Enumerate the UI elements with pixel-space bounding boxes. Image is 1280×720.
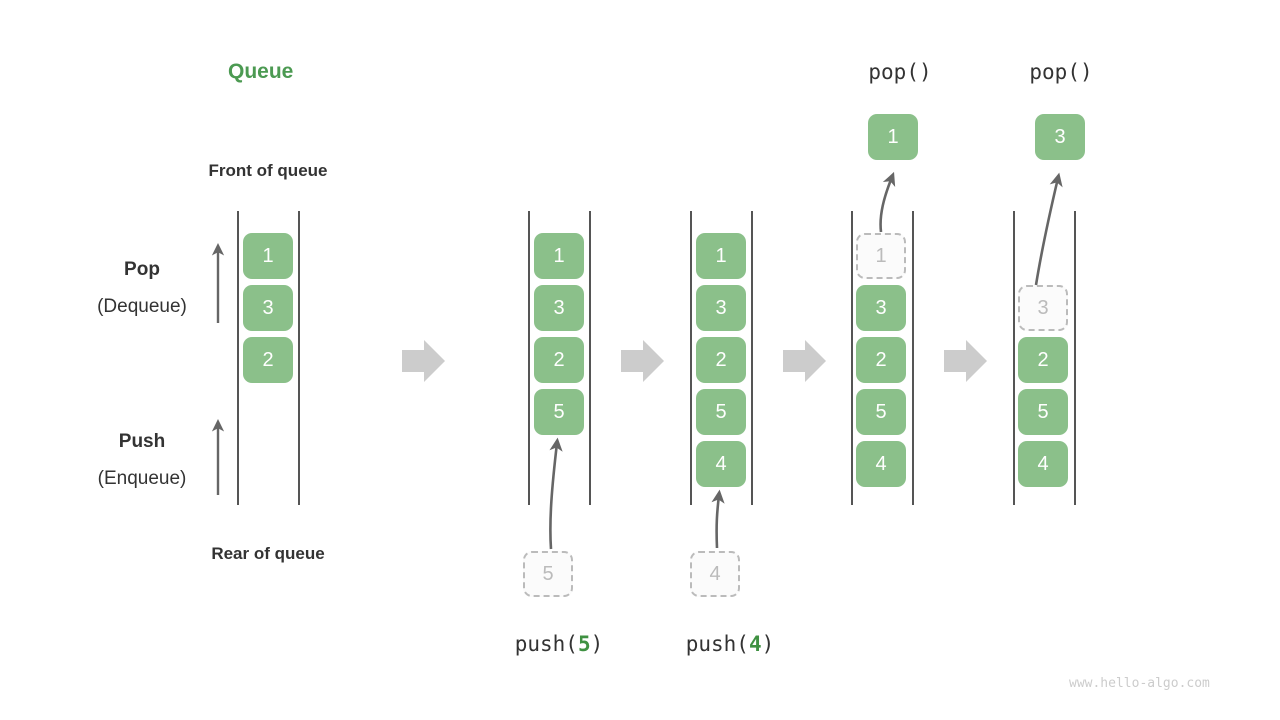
stage-3-rail-right <box>751 211 753 505</box>
stage-1-cell-2: 2 <box>243 337 293 383</box>
push-4-arrow <box>711 489 725 549</box>
stage-2-cell-2: 2 <box>534 337 584 383</box>
stage-2-rail-left <box>528 211 530 505</box>
stage-5-rail-right <box>1074 211 1076 505</box>
stage-4-rail-right <box>912 211 914 505</box>
stage-2-cell-1: 3 <box>534 285 584 331</box>
push-5-caption: push(5) <box>459 632 659 656</box>
stage-3-cell-2: 2 <box>696 337 746 383</box>
pop-2-caption: pop() <box>1029 60 1093 84</box>
stage-5-cell-0: 3 <box>1018 285 1068 331</box>
stage-3-cell-3: 5 <box>696 389 746 435</box>
stage-3-cell-1: 3 <box>696 285 746 331</box>
stage-2-cell-3: 5 <box>534 389 584 435</box>
watermark: www.hello-algo.com <box>1069 676 1210 691</box>
push-4-prefix: push( <box>685 632 749 656</box>
stage-3-cell-0: 1 <box>696 233 746 279</box>
stage-4-cell-3: 5 <box>856 389 906 435</box>
stage-1-rail-left <box>237 211 239 505</box>
stage-2-rail-right <box>589 211 591 505</box>
stage-3-pending-cell: 4 <box>690 551 740 597</box>
push-5-suffix: ) <box>590 632 604 656</box>
pop-sublabel: (Dequeue) <box>97 296 187 317</box>
stage-2-cell-0: 1 <box>534 233 584 279</box>
push-sublabel: (Enqueue) <box>97 468 187 489</box>
stage-4-cell-2: 2 <box>856 337 906 383</box>
push-4-suffix: ) <box>761 632 775 656</box>
stage-1-cell-1: 3 <box>243 285 293 331</box>
pop-1-caption: pop() <box>868 60 932 84</box>
stage-5-popped-cell: 3 <box>1035 114 1085 160</box>
push-5-arrow <box>549 437 563 550</box>
pop-label: Pop <box>124 259 160 280</box>
transition-arrow-3 <box>783 340 826 382</box>
push-4-caption: push(4) <box>630 632 830 656</box>
transition-arrow-2 <box>621 340 664 382</box>
rear-of-queue-label: Rear of queue <box>211 544 325 563</box>
stage-5-cell-2: 5 <box>1018 389 1068 435</box>
push-4-value: 4 <box>748 632 762 656</box>
push-5-prefix: push( <box>514 632 578 656</box>
stage-4-cell-0: 1 <box>856 233 906 279</box>
push-5-value: 5 <box>577 632 591 656</box>
transition-arrow-1 <box>402 340 445 382</box>
stage-4-rail-left <box>851 211 853 505</box>
push-label: Push <box>118 431 166 452</box>
stage-4-popped-cell: 1 <box>868 114 918 160</box>
diagram-title: Queue <box>228 60 294 83</box>
stage-3-cell-4: 4 <box>696 441 746 487</box>
stage-5-rail-left <box>1013 211 1015 505</box>
stage-3-rail-left <box>690 211 692 505</box>
stage-1-rail-right <box>298 211 300 505</box>
stage-5-cell-3: 4 <box>1018 441 1068 487</box>
front-of-queue-label: Front of queue <box>208 161 328 180</box>
stage-4-cell-1: 3 <box>856 285 906 331</box>
stage-4-cell-4: 4 <box>856 441 906 487</box>
pop-1-arrow <box>879 171 896 233</box>
stage-1-cell-0: 1 <box>243 233 293 279</box>
transition-arrow-4 <box>944 340 987 382</box>
stage-2-pending-cell: 5 <box>523 551 573 597</box>
pop-3-arrow <box>1034 172 1063 286</box>
stage-5-cell-1: 2 <box>1018 337 1068 383</box>
